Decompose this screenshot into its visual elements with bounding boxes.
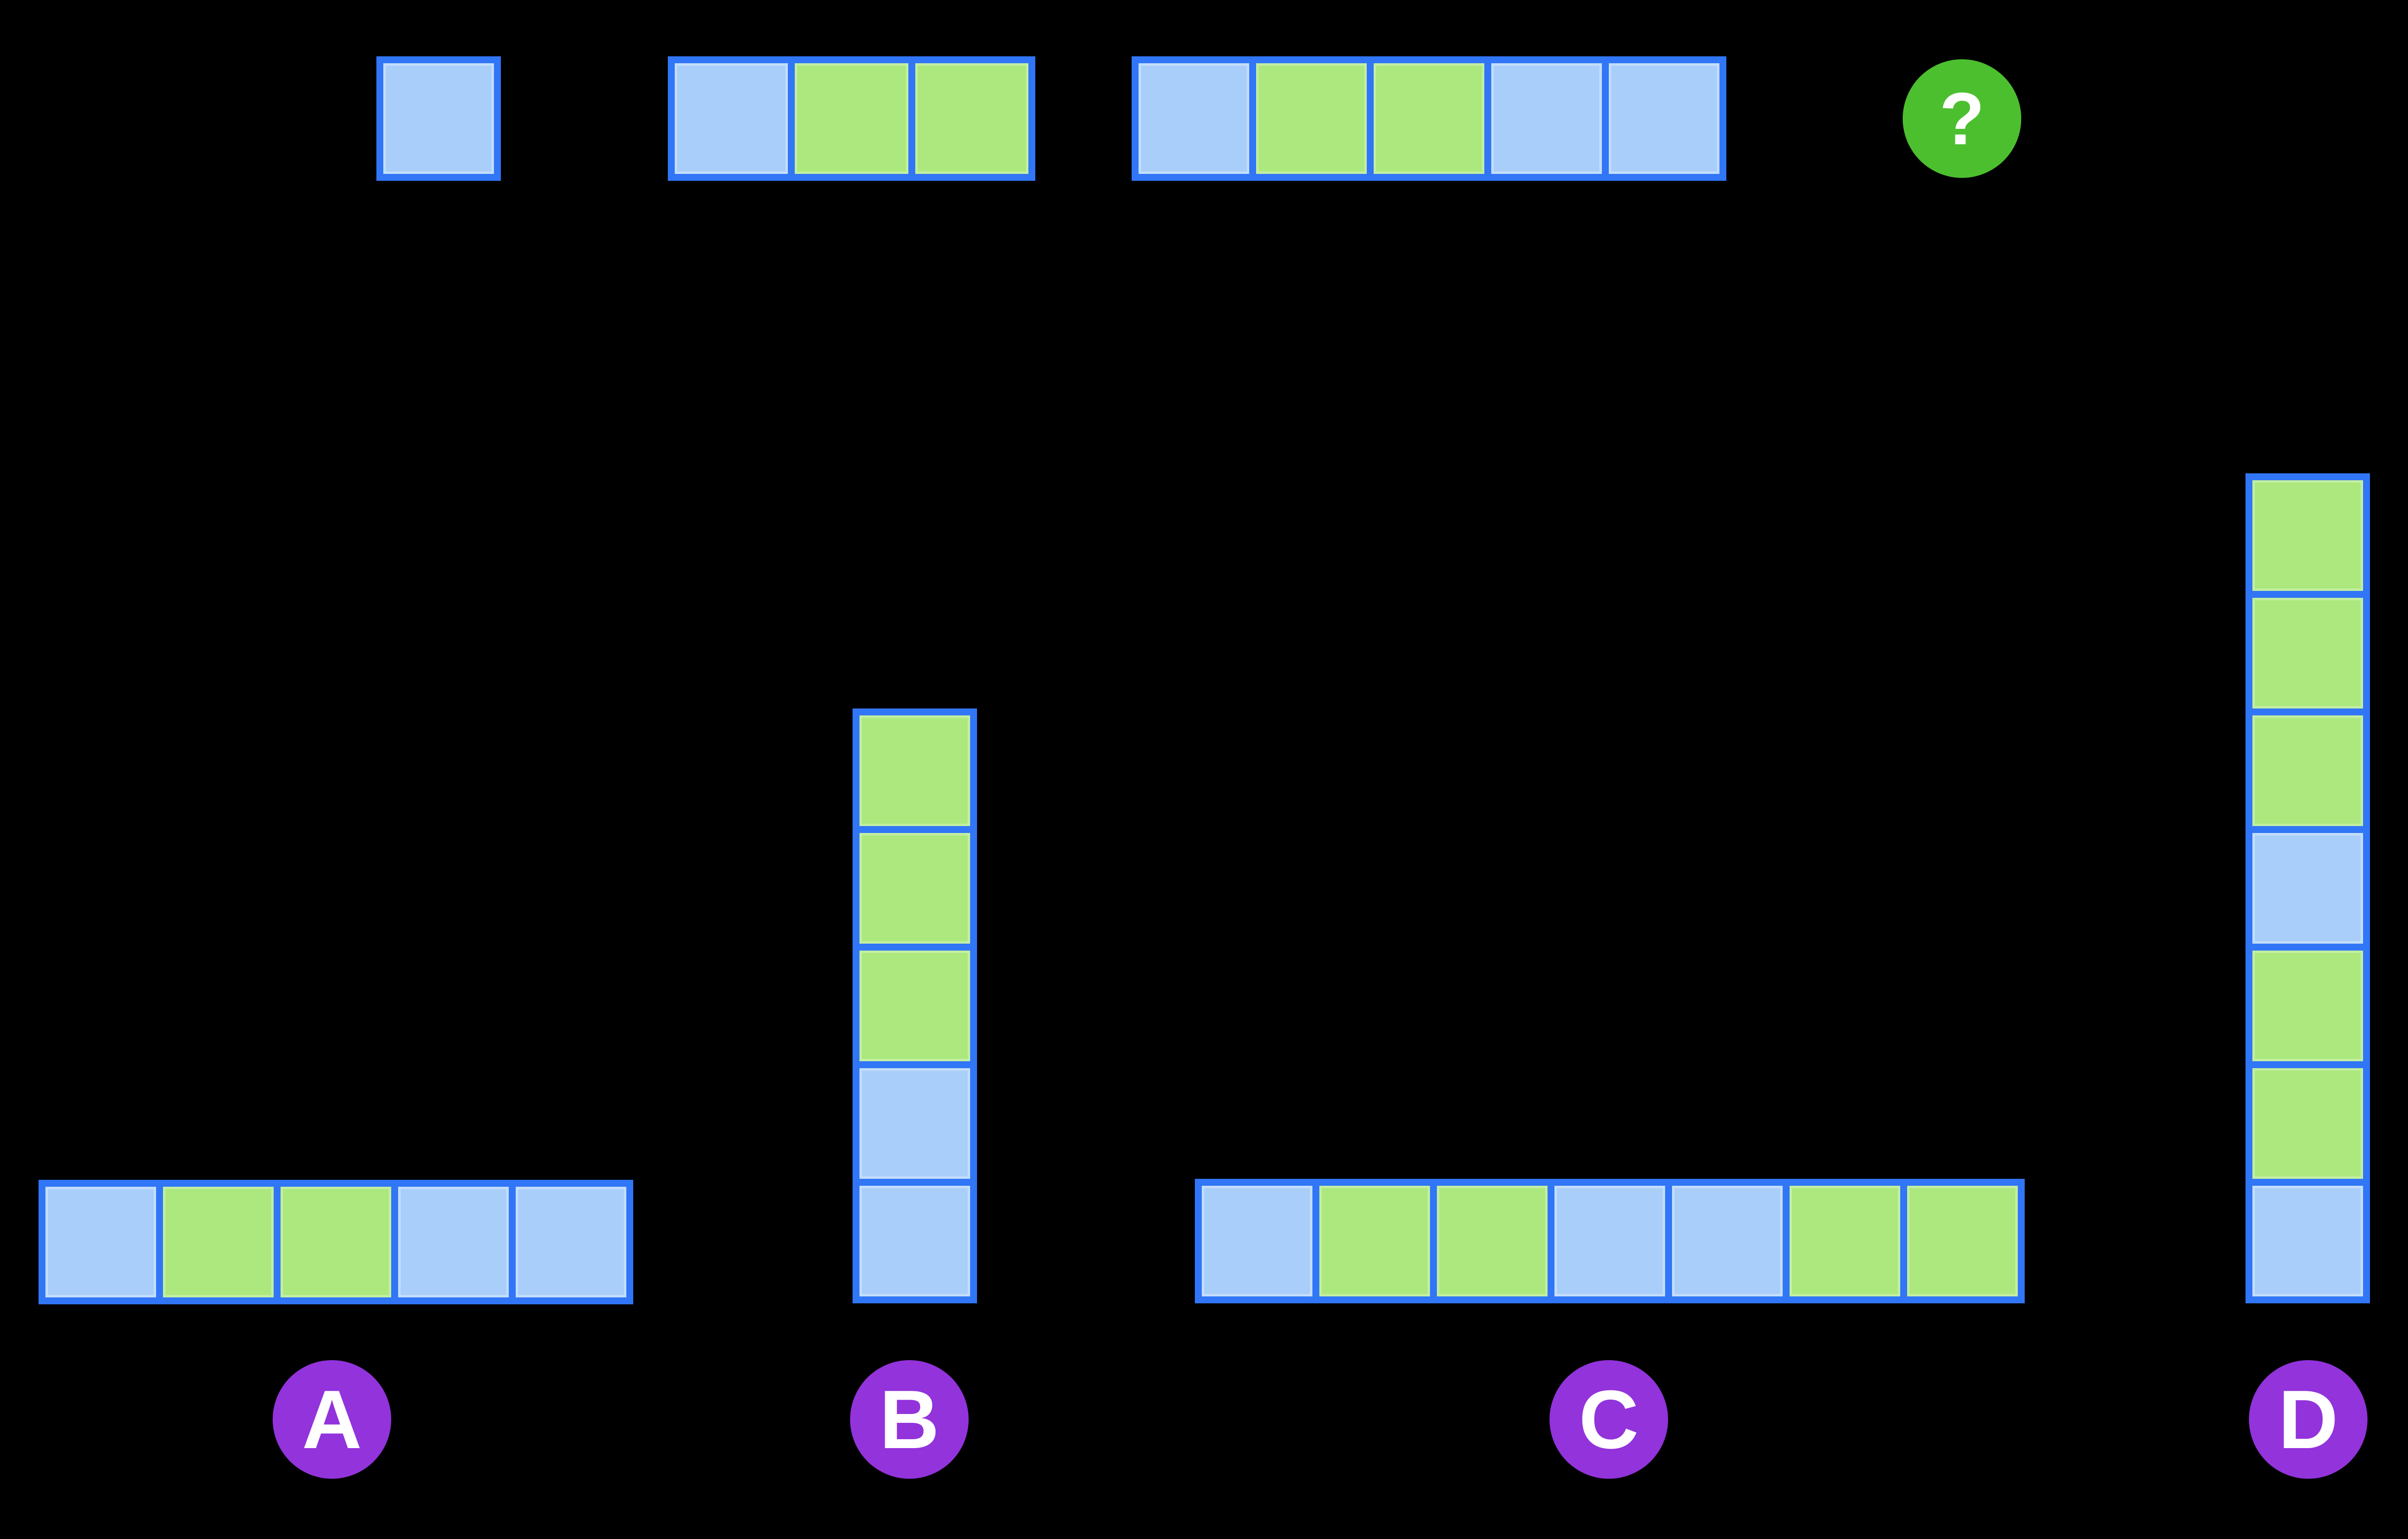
cell-green (1437, 1186, 1548, 1296)
option-c-strip[interactable] (1195, 1179, 2025, 1303)
option-a-strip[interactable] (39, 1180, 633, 1304)
cell-blue (1139, 63, 1249, 174)
cell-green (915, 63, 1028, 174)
question-mark-icon: ? (1903, 59, 2021, 178)
cell-green (281, 1187, 391, 1297)
cell-blue (2252, 833, 2363, 944)
option-d-strip[interactable] (2245, 473, 2370, 1303)
cell-green (163, 1187, 274, 1297)
option-c-label: C (1579, 1373, 1639, 1466)
cell-green (1374, 63, 1484, 174)
cell-blue (1609, 63, 1719, 174)
option-b-strip[interactable] (853, 708, 977, 1303)
cell-blue (516, 1187, 626, 1297)
sequence-term-1 (376, 56, 501, 181)
option-c-badge[interactable]: C (1550, 1360, 1668, 1479)
cell-blue (1202, 1186, 1312, 1296)
cell-blue (398, 1187, 509, 1297)
cell-green (1907, 1186, 2018, 1296)
cell-green (2252, 951, 2363, 1061)
cell-green (2252, 715, 2363, 826)
cell-green (2252, 480, 2363, 591)
cell-blue (1554, 1186, 1665, 1296)
cell-green (2252, 598, 2363, 708)
cell-blue (45, 1187, 156, 1297)
option-b-badge[interactable]: B (850, 1360, 969, 1479)
option-b-label: B (879, 1373, 939, 1466)
cell-blue (1672, 1186, 1783, 1296)
cell-green (2252, 1068, 2363, 1179)
option-d-badge[interactable]: D (2249, 1360, 2367, 1479)
cell-blue (383, 63, 494, 174)
cell-green (1319, 1186, 1430, 1296)
cell-green (859, 951, 970, 1061)
cell-green (1790, 1186, 1900, 1296)
cell-green (795, 63, 908, 174)
cell-green (1256, 63, 1367, 174)
sequence-term-2 (668, 56, 1035, 181)
cell-blue (675, 63, 788, 174)
cell-blue (2252, 1186, 2363, 1296)
cell-blue (1491, 63, 1602, 174)
sequence-term-3 (1132, 56, 1726, 181)
cell-green (859, 833, 970, 944)
option-a-badge[interactable]: A (273, 1360, 391, 1479)
cell-green (859, 715, 970, 826)
question-mark-text: ? (1939, 77, 1985, 160)
option-d-label: D (2278, 1373, 2338, 1466)
cell-blue (859, 1068, 970, 1179)
cell-blue (859, 1186, 970, 1296)
option-a-label: A (302, 1373, 362, 1466)
